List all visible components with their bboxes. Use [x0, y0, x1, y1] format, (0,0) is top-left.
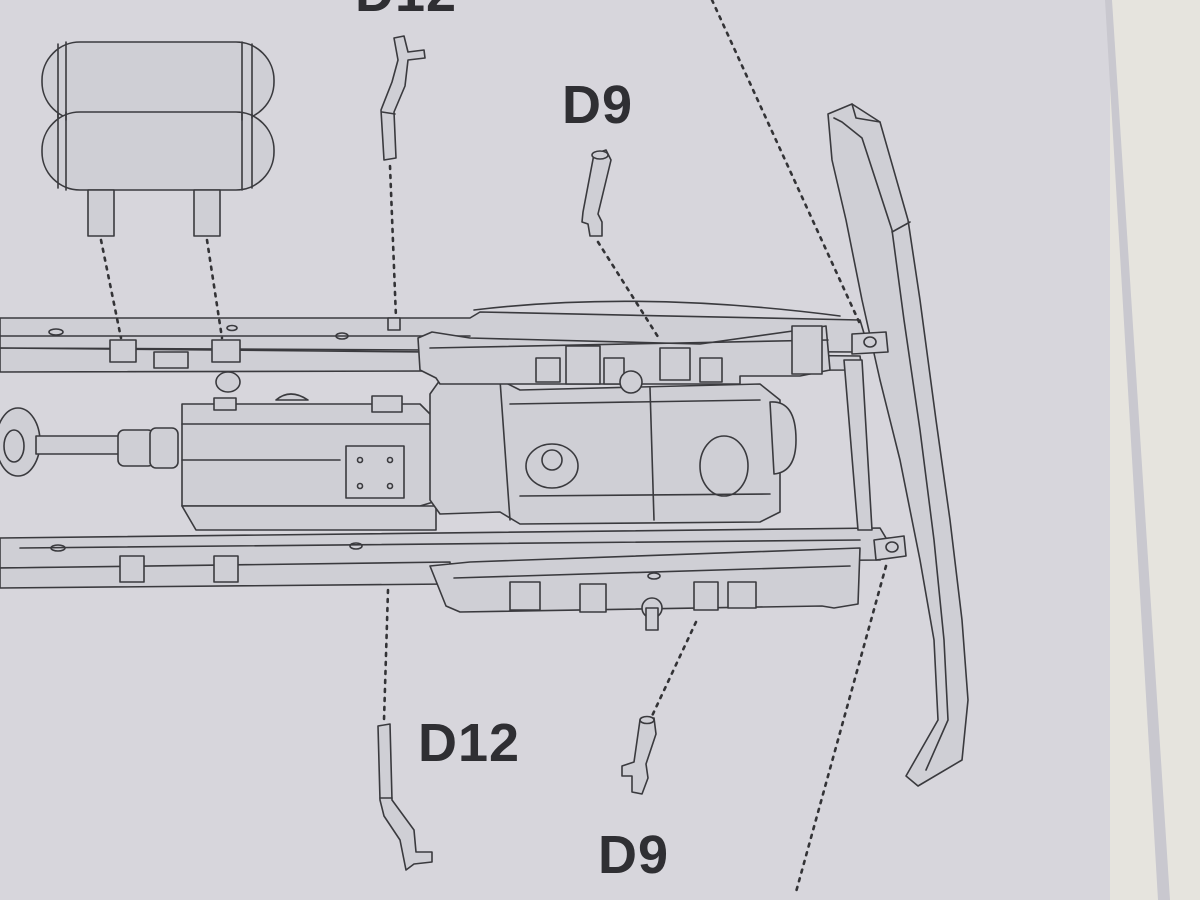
label-d9-top: D9 [562, 75, 634, 135]
paper-edge-shadow [1105, 0, 1170, 900]
lower-spring-bracket [429, 547, 861, 631]
gearbox-driveshaft [0, 371, 441, 531]
part-d12-top [380, 35, 426, 161]
label-d9-bottom: D9 [598, 825, 670, 885]
label-d12-top: D12 [355, 0, 457, 20]
part-d9-bottom [621, 715, 657, 795]
air-tanks [41, 41, 275, 237]
part-d12-bottom [377, 723, 433, 871]
upper-spring-bracket [417, 325, 831, 394]
guide-lines [99, 0, 888, 894]
label-d12-bottom: D12 [418, 713, 521, 773]
part-d9-top [581, 149, 612, 237]
fuel-tank [429, 300, 841, 525]
bumper [827, 103, 969, 787]
